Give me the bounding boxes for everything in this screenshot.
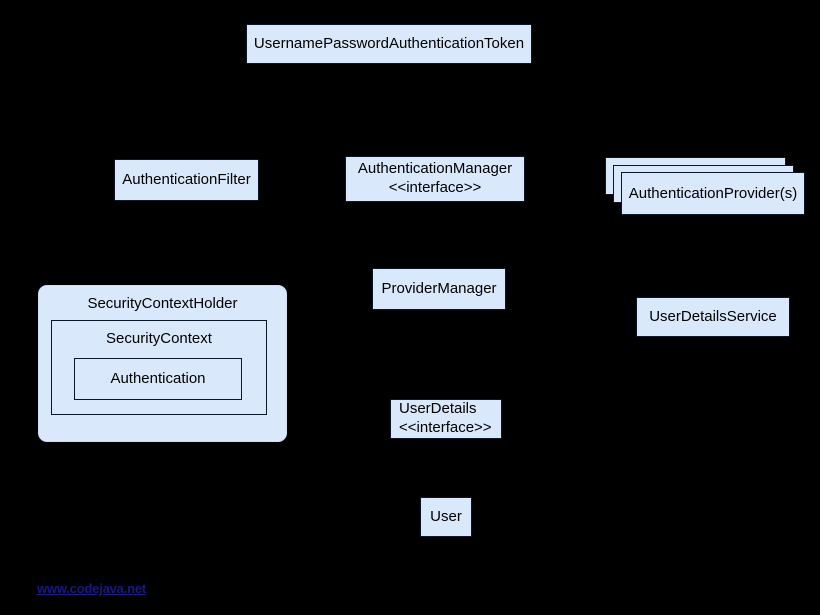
node-user-details-service[interactable]: UserDetailsService [636,297,790,337]
node-provider-manager[interactable]: ProviderManager [372,268,506,310]
node-user[interactable]: User [420,497,472,537]
node-authentication-filter[interactable]: AuthenticationFilter [114,159,259,201]
node-authentication[interactable]: Authentication [74,358,242,400]
footer-site-link[interactable]: www.codejava.net [37,581,147,596]
node-authentication-manager[interactable]: AuthenticationManager <<interface>> [345,156,525,202]
security-context-holder-label: SecurityContextHolder [87,295,238,312]
node-username-password-authentication-token[interactable]: UsernamePasswordAuthenticationToken [246,24,532,64]
security-context-label: SecurityContext [106,330,212,347]
node-authentication-providers[interactable]: AuthenticationProvider(s) [605,157,805,215]
stack-layer-front-label: AuthenticationProvider(s) [621,172,805,215]
node-user-details[interactable]: UserDetails <<interface>> [390,399,502,439]
